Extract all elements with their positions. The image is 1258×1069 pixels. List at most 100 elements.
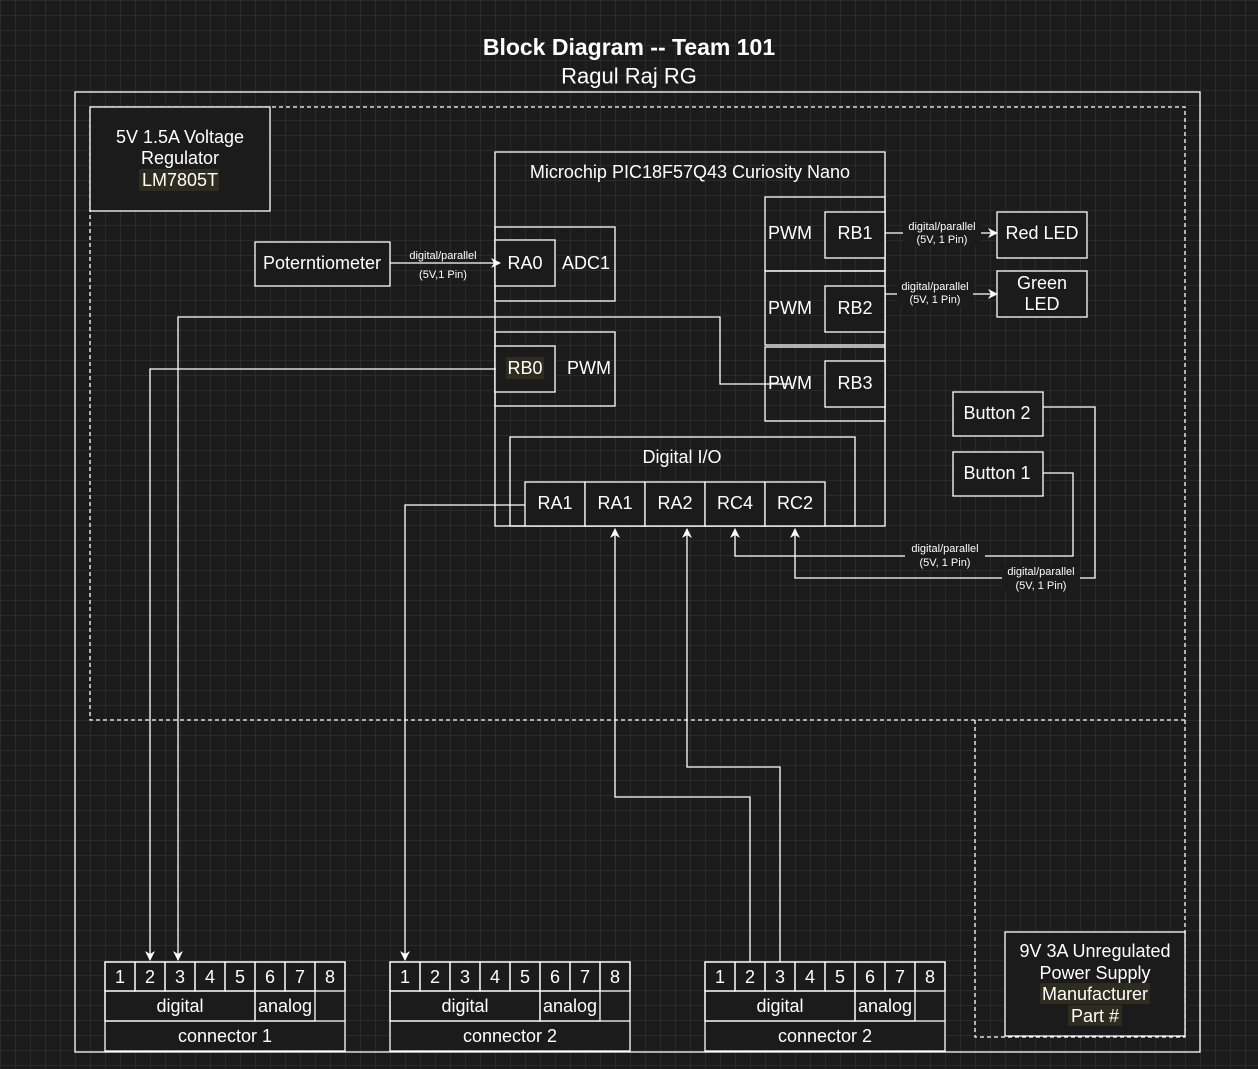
button2-wire-label1: digital/parallel [1007,566,1074,578]
connector-analog-label: analog [858,996,912,1016]
connector-name: connector 2 [778,1026,872,1046]
green-led-line2: LED [1024,294,1059,314]
wire-label-bg [1002,565,1080,591]
supply-line4: Part # [1071,1006,1119,1026]
pwm-rb3-block[interactable]: PWM RB3 [764,346,886,422]
pot-wire-label2: (5V,1 Pin) [419,269,467,281]
wire-label-bg [897,280,973,306]
pwm-rb2-block[interactable]: PWM RB2 [764,270,886,346]
pwm-rb1-label: PWM [768,223,812,243]
connector-digital-label: digital [156,996,203,1016]
button1-wire-label2: (5V, 1 Pin) [920,557,971,569]
connector-pin-label: 6 [865,967,875,987]
dio-pin-ra2: RA2 [657,493,692,513]
connector-pin-label: 8 [325,967,335,987]
dio-pin-ra1: RA1 [537,493,572,513]
rb0-to-connector1-pin2-wire [145,368,496,961]
outer-frame [74,91,1201,1053]
regulator-line2: Regulator [141,148,219,168]
button1-wire-label1: digital/parallel [911,543,978,555]
dio-pin-ra1: RA1 [597,493,632,513]
diagram-author: Ragul Raj RG [561,64,697,89]
connector-analog-label: analog [543,996,597,1016]
connector-pin-label: 2 [145,967,155,987]
voltage-regulator-box[interactable]: 5V 1.5A Voltage Regulator LM7805T [89,106,271,212]
connector-pin-cell[interactable] [914,961,946,992]
pwm-left-block[interactable]: RB0 PWM [494,331,616,407]
pwm-rb1-pin: RB1 [837,223,872,243]
connector-pin-cell[interactable] [599,961,631,992]
potentiometer-box[interactable]: Poterntiometer [254,241,391,287]
connector-name: connector 2 [463,1026,557,1046]
adc-pin: RA0 [507,253,542,273]
connector-digital-label: digital [756,996,803,1016]
connector-pin-label: 6 [265,967,275,987]
connector-pin-label: 2 [430,967,440,987]
red-led-box[interactable]: Red LED [996,211,1088,259]
dio-label: Digital I/O [642,447,721,467]
connector-pin-label: 2 [745,967,755,987]
regulator-part: LM7805T [142,170,218,190]
rb3-to-connector1-pin3-wire [173,316,790,961]
connector-pin-label: 5 [835,967,845,987]
pwm-rb2-label: PWM [768,298,812,318]
connector-pin-label: 5 [520,967,530,987]
pwm-rb1-block[interactable]: PWM RB1 [764,196,886,272]
part-highlight [1068,1005,1122,1026]
adc-block[interactable]: RA0 ADC1 [494,226,616,302]
ra1-to-connector2-pin1-wire [400,504,525,961]
power-supply-box[interactable]: 9V 3A Unregulated Power Supply Manufactu… [1004,931,1186,1037]
pwm-rb3-label: PWM [768,373,812,393]
button2-to-rc2-wire [790,406,1096,579]
supply-line1: 9V 3A Unregulated [1019,941,1170,961]
connector-pin-cell[interactable] [314,961,346,992]
connector-pin-label: 6 [550,967,560,987]
green-led-wire-label2: (5V, 1 Pin) [910,294,961,306]
dio-pin-box[interactable] [644,481,706,527]
connector-pin-label: 8 [925,967,935,987]
connector-pin-label: 3 [775,967,785,987]
unregulated-9v-region [974,720,1186,1038]
wire-label-bg [905,543,985,569]
connector-pin-label: 1 [115,967,125,987]
connector-analog-label: analog [258,996,312,1016]
pot-wire-label1: digital/parallel [409,250,476,262]
pwm-rb2-pin: RB2 [837,298,872,318]
dio-pin-box[interactable] [524,481,586,527]
regulated-5v-region [89,106,1186,721]
wire-label-bg [903,220,981,246]
dio-pin-box[interactable] [764,481,826,527]
regulator-line1: 5V 1.5A Voltage [116,127,244,147]
connector-pin-label: 7 [580,967,590,987]
connector3-pin2-to-ra1-wire [610,528,751,962]
digital-io-block[interactable]: Digital I/O RA1 RA1 RA2 RC4 RC2 [509,436,856,527]
pwm-left-label: PWM [567,358,611,378]
pwm-rb3-pin: RB3 [837,373,872,393]
connector-pin-label: 5 [235,967,245,987]
part-highlight [1040,983,1150,1004]
connector-pin-label: 1 [715,967,725,987]
connector-digital-label: digital [441,996,488,1016]
button1-to-rc4-wire [730,472,1074,557]
supply-line2: Power Supply [1039,963,1150,983]
dio-pin-box[interactable] [584,481,646,527]
connector-pin-label: 4 [490,967,500,987]
red-led-wire-label2: (5V, 1 Pin) [917,234,968,246]
red-led-label: Red LED [1005,223,1078,243]
connector-pin-label: 4 [805,967,815,987]
pin-highlight [506,357,544,379]
button-1-box[interactable]: Button 1 [952,451,1044,497]
green-led-box[interactable]: Green LED [996,270,1088,318]
connector-pin-label: 7 [295,967,305,987]
button-2-box[interactable]: Button 2 [952,391,1044,437]
dio-pin-rc2: RC2 [777,493,813,513]
pwm-left-pin: RB0 [507,358,542,378]
connector-pin-label: 3 [175,967,185,987]
mcu-box[interactable]: Microchip PIC18F57Q43 Curiosity Nano [494,151,886,527]
green-led-line1: Green [1017,273,1067,293]
green-led-wire-label1: digital/parallel [901,281,968,293]
connector3-pin3-to-ra2-wire [682,528,781,962]
